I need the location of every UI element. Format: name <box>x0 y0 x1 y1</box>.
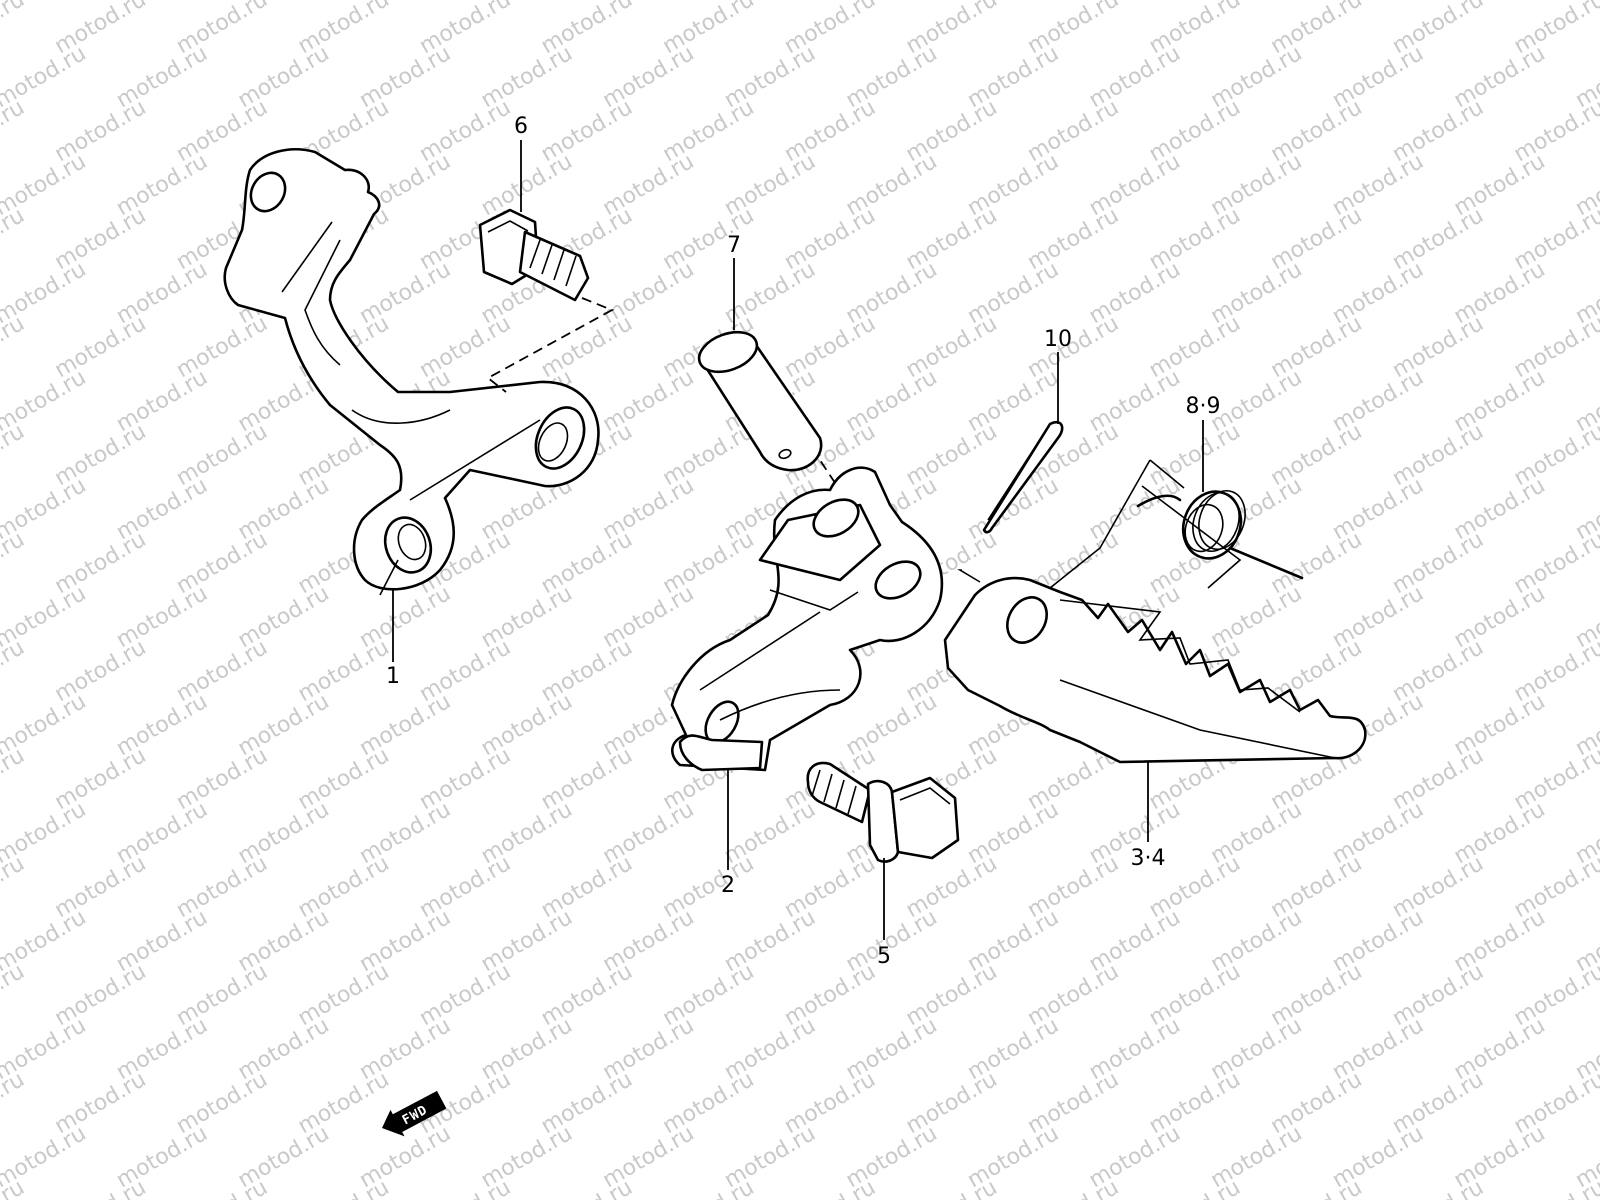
spring-part-8-9 <box>1136 485 1304 589</box>
watermark-text: motod.ru <box>0 743 29 815</box>
footrest-bracket-part-1 <box>223 148 600 596</box>
callout-1: 1 <box>386 664 400 689</box>
callout-2: 2 <box>721 873 735 898</box>
callout-6: 6 <box>514 114 528 139</box>
pin-part-7 <box>697 330 823 472</box>
watermark-text: motod.ru <box>780 1175 880 1200</box>
watermark-text: motod.ru <box>0 203 29 275</box>
watermark-text: motod.ru <box>1145 1175 1245 1200</box>
bolt-part-5 <box>806 761 960 863</box>
watermark-text: motod.ru <box>0 635 29 707</box>
watermark-text: motod.ru <box>659 1175 759 1200</box>
callout-8-9: 8·9 <box>1186 394 1221 419</box>
watermark-text: motod.ru <box>0 0 29 59</box>
watermark-text: motod.ru <box>1267 1175 1367 1200</box>
watermark-text: motod.ru <box>0 95 29 167</box>
watermark-text: motod.ru <box>902 1175 1002 1200</box>
callout-5: 5 <box>877 944 891 969</box>
watermark-text: motod.ru <box>0 527 29 599</box>
bolt-part-6 <box>478 208 590 302</box>
watermark-text: motod.ru <box>0 311 29 383</box>
footrest-part-3-4 <box>943 459 1367 764</box>
watermark-text: motod.ru <box>1571 0 1600 5</box>
watermark-text: motod.ru <box>1023 1175 1123 1200</box>
watermark-text: motod.ru <box>0 419 29 491</box>
watermark-text: motod.ru <box>0 959 29 1031</box>
assembly-line-bolt-6 <box>486 297 615 393</box>
callout-3-4: 3·4 <box>1131 846 1166 871</box>
callout-10: 10 <box>1044 327 1072 352</box>
watermark-text: motod.ru <box>0 851 29 923</box>
watermark-text: motod.ru <box>294 1175 394 1200</box>
callout-7: 7 <box>727 233 741 258</box>
watermark-text: motod.ru <box>1388 1175 1488 1200</box>
watermark-text: motod.ru <box>415 1175 515 1200</box>
footrest-holder-part-2 <box>670 466 944 772</box>
cotter-pin-part-10 <box>982 420 1064 534</box>
watermark-text: motod.ru <box>51 1175 151 1200</box>
watermark-text: motod.ru <box>172 1175 272 1200</box>
watermark-text: motod.ru <box>537 1175 637 1200</box>
watermark-text: motod.ru <box>0 1067 29 1139</box>
